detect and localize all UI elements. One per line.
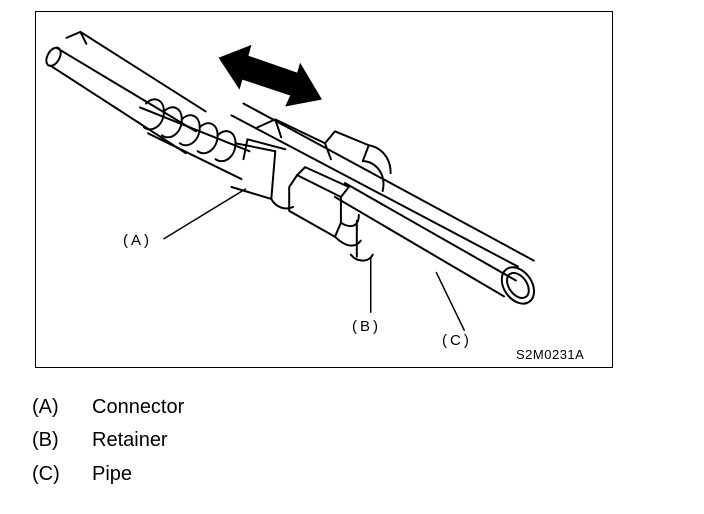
leader-lines: [163, 188, 465, 331]
legend-label: Connector: [92, 396, 185, 418]
legend-label: Retainer: [92, 429, 168, 451]
double-arrow-icon: [218, 44, 323, 107]
legend-key: (A): [32, 396, 59, 418]
pipe: [230, 102, 536, 305]
figure-id: S2M0231A: [516, 347, 585, 362]
callout-b: (B): [352, 318, 381, 335]
callout-a: (A): [123, 232, 152, 249]
legend-key: (C): [32, 463, 60, 485]
legend-label: Pipe: [92, 463, 133, 485]
diagram-frame: (A) (B) (C) S2M0231A: [35, 11, 613, 368]
connector-body: [230, 118, 392, 262]
hose-tube: [45, 30, 207, 155]
ribbed-section: [139, 98, 251, 181]
connector-illustration: [45, 30, 536, 331]
callout-c: (C): [442, 332, 472, 349]
legend-key: (B): [32, 429, 59, 451]
